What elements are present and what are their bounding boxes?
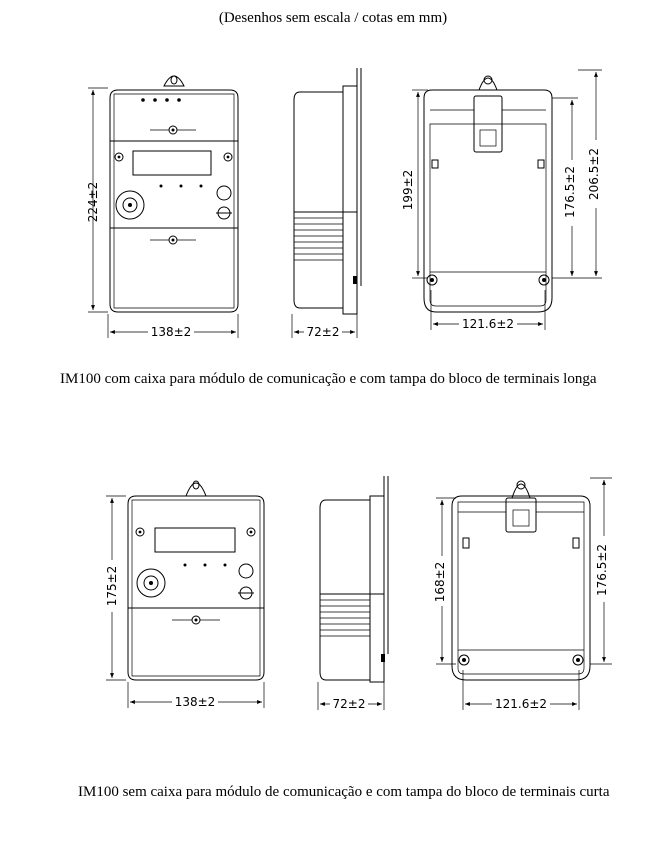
back-width-short: 121.6±2 <box>495 697 547 711</box>
front-width-long: 138±2 <box>151 325 192 339</box>
front-height-short: 175±2 <box>105 566 119 607</box>
back-height-short-1: 168±2 <box>433 562 447 603</box>
side-depth-short: 72±2 <box>333 697 366 711</box>
back-height-long-1: 199±2 <box>401 170 415 211</box>
caption-long-variant: IM100 com caixa para módulo de comunicaç… <box>60 371 597 387</box>
back-height-long-2: 176.5±2 <box>563 166 577 218</box>
caption-short-variant: IM100 sem caixa para módulo de comunicaç… <box>78 784 610 800</box>
back-view-long: 199±2 176.5±2 206.5±2 121.6±2 <box>401 69 602 331</box>
back-height-long-3: 206.5±2 <box>587 148 601 200</box>
drawing-note: (Desenhos sem escala / cotas em mm) <box>218 10 448 26</box>
back-width-long: 121.6±2 <box>462 317 514 331</box>
side-depth-long: 72±2 <box>307 325 340 339</box>
side-view-long: 72±2 <box>291 68 362 339</box>
front-view-long: 224±2 138±2 <box>86 75 239 339</box>
back-height-short-2: 176.5±2 <box>595 544 609 596</box>
front-width-short: 138±2 <box>175 695 216 709</box>
side-view-short: 72±2 <box>317 476 389 711</box>
front-view-short: 175±2 138±2 <box>102 480 265 709</box>
back-view-short: 168±2 176.5±2 121.6±2 <box>432 477 612 711</box>
front-height-long: 224±2 <box>86 182 100 223</box>
